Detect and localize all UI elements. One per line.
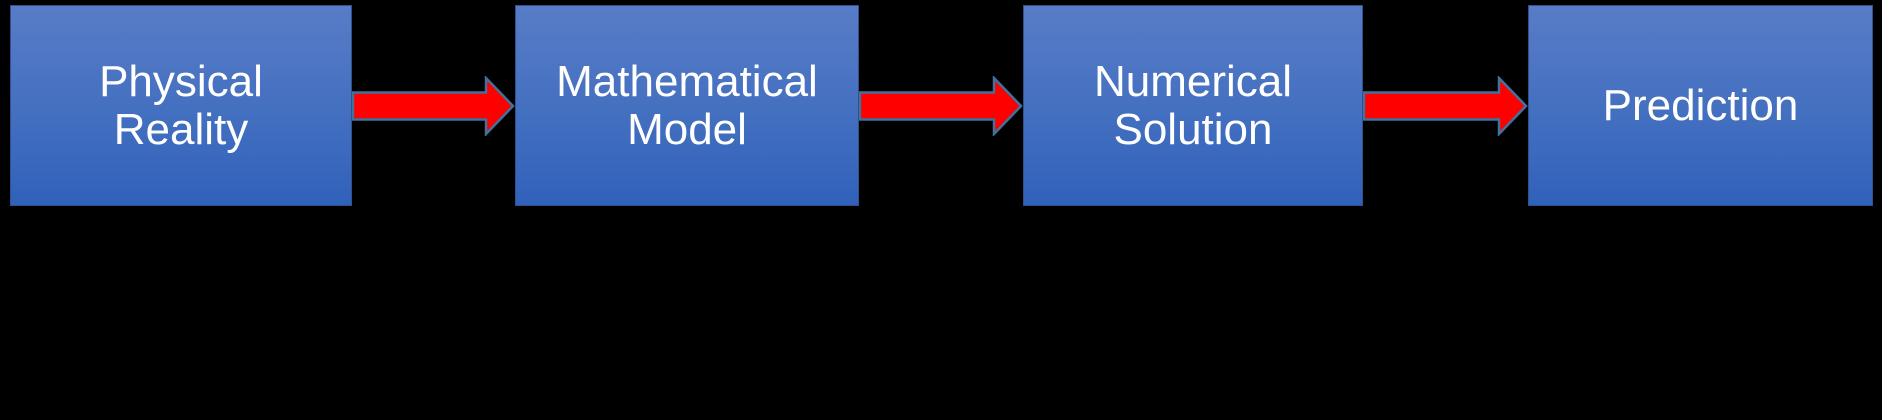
node-numerical-solution: Numerical Solution — [1023, 5, 1363, 206]
right-arrow-shape — [859, 76, 1023, 136]
node-label-line: Prediction — [1602, 80, 1799, 130]
node-label-line: Reality — [113, 104, 249, 154]
right-arrow-shape — [1363, 76, 1528, 136]
right-arrow-icon — [859, 76, 1023, 136]
right-arrow-shape — [352, 76, 515, 136]
node-prediction: Prediction — [1528, 5, 1873, 206]
node-label-line: Physical — [99, 56, 263, 106]
node-mathematical-model: Mathematical Model — [515, 5, 859, 206]
right-arrow-icon — [352, 76, 515, 136]
right-arrow-icon — [1363, 76, 1528, 136]
node-label-line: Mathematical — [556, 56, 818, 106]
node-label-line: Model — [627, 104, 747, 154]
node-label-line: Numerical — [1093, 56, 1293, 106]
node-label-line: Solution — [1113, 104, 1273, 154]
node-physical-reality: Physical Reality — [10, 5, 352, 206]
